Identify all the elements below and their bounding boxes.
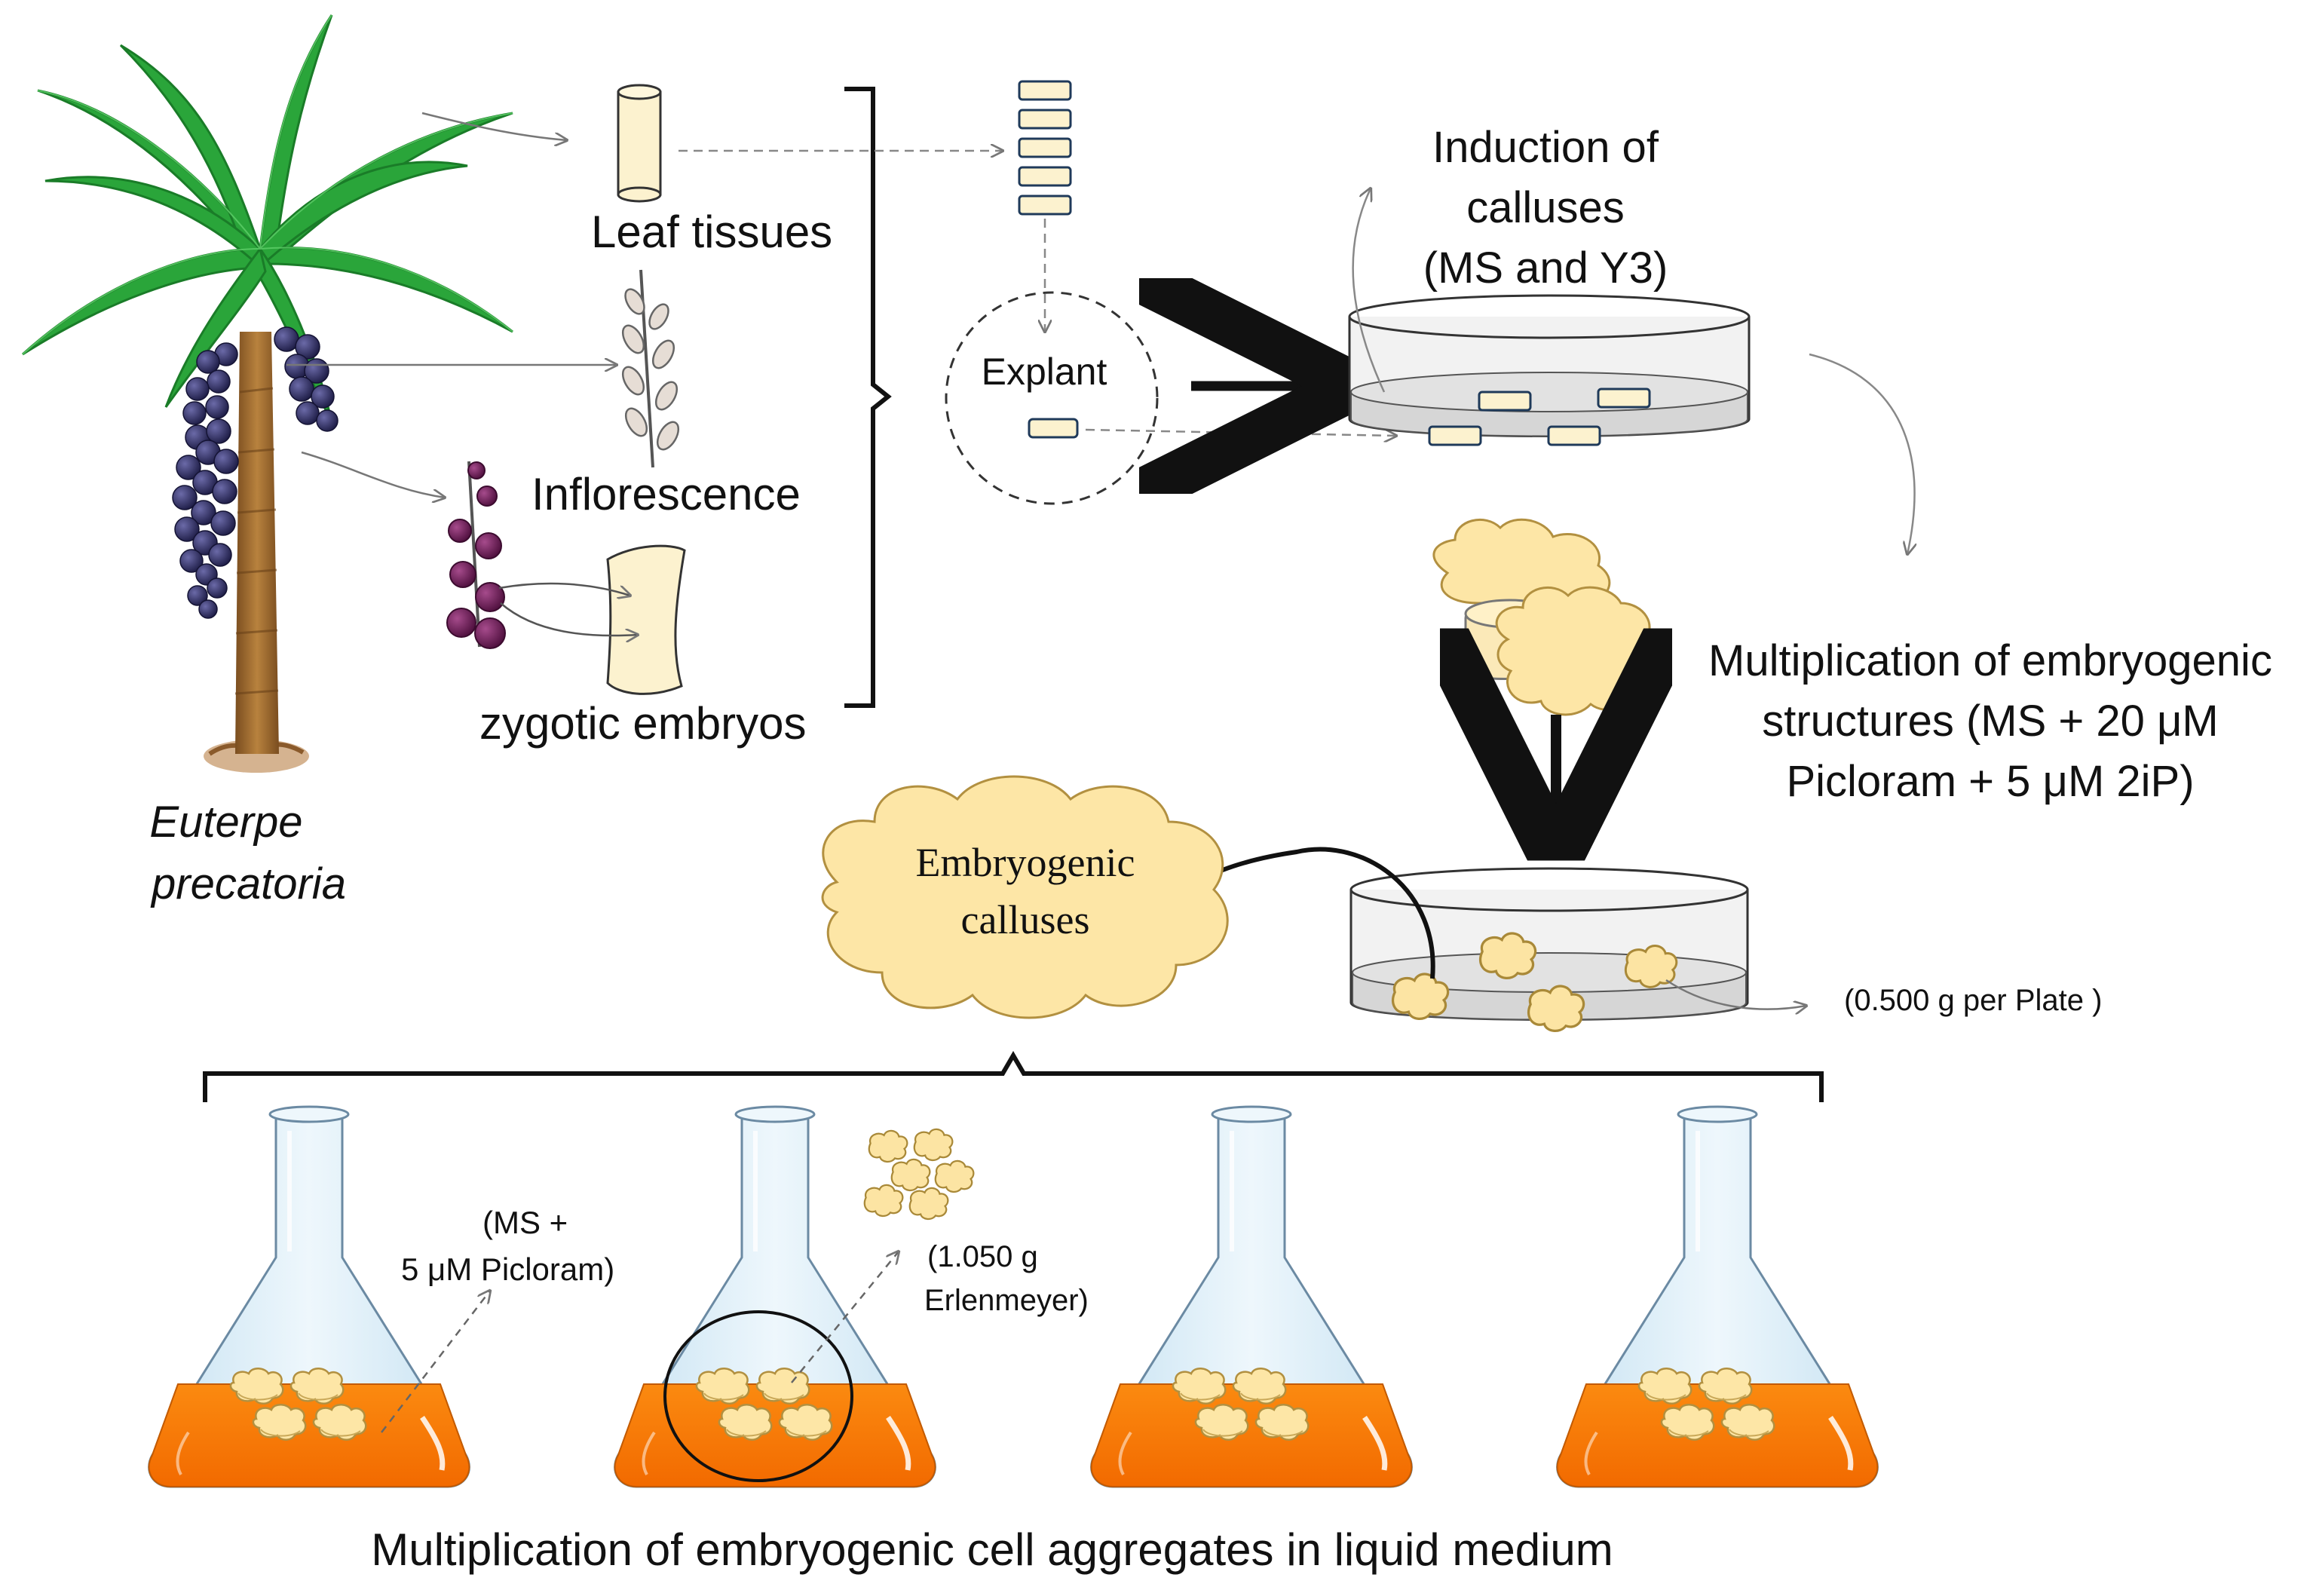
explant-circle [945, 291, 1159, 505]
species-name-line2: precatoria [150, 859, 346, 908]
bottom-caption: Multiplication of embryogenic cell aggre… [371, 1524, 1613, 1575]
palm-tree-illustration [21, 14, 513, 773]
zygotic-embryos-label: zygotic embryos [479, 698, 806, 749]
glass-highlight [1118, 1431, 1132, 1475]
liquid-medium [1090, 1383, 1413, 1487]
glass-highlight [642, 1431, 656, 1475]
multiplication-line2: structures (MS + 20 μM [1762, 697, 2219, 746]
plate-amount-label: (0.500 g per Plate ) [1844, 984, 2102, 1017]
cloud-line1: Embryogenic [916, 840, 1135, 885]
explant-disc [1028, 418, 1079, 439]
erlenmeyer-flask-2 [614, 1105, 936, 1488]
callus-cluster-icon [1432, 518, 1659, 716]
glass-highlight [420, 1416, 446, 1471]
flasks-bracket [203, 1051, 1824, 1102]
cloud-line2: calluses [961, 897, 1090, 942]
flask-medium-line2: 5 μM Picloram) [401, 1251, 614, 1287]
flask-mouth [1211, 1105, 1292, 1123]
glass-highlight [886, 1416, 911, 1471]
arrow-induction-to-multiplication [1809, 353, 1915, 554]
induction-line2: calluses [1466, 183, 1625, 232]
arrow-plate-loop [1352, 188, 1386, 393]
fruit-stalk-icon [446, 461, 506, 649]
flask2-highlight-circle [663, 1310, 853, 1482]
inflorescence-label: Inflorescence [531, 469, 801, 519]
glass-highlight [1362, 1416, 1388, 1471]
species-name-line1: Euterpe [149, 798, 302, 847]
arrow-berry-to-embryo-1 [498, 582, 630, 596]
induction-line1: Induction of [1432, 123, 1659, 172]
embryogenic-calluses-cloud [821, 775, 1229, 1019]
arrow-palm-to-embryos [301, 451, 445, 498]
liquid-medium [1556, 1383, 1879, 1487]
arrow-flask1-to-medium [381, 1291, 490, 1433]
liquid-medium [614, 1383, 936, 1487]
zygotic-embryo-icon [606, 544, 686, 695]
multiplication-line1: Multiplication of embryogenic [1708, 636, 2272, 685]
liquid-medium [148, 1383, 470, 1487]
flask-medium-line1: (MS + [482, 1205, 568, 1240]
glass-highlight [176, 1431, 190, 1475]
fruit-cluster [172, 326, 338, 619]
erlenmeyer-flask-1 [148, 1105, 470, 1488]
flask-mouth [1677, 1105, 1758, 1123]
flask-amount-line2: Erlenmeyer) [924, 1284, 1089, 1317]
sources-bracket [844, 87, 892, 708]
arrow-flask2-to-amount [791, 1251, 899, 1383]
multiplication-line3: Picloram + 5 μM 2iP) [1786, 757, 2194, 806]
inflorescence-icon [621, 269, 680, 468]
flask-mouth [268, 1105, 350, 1123]
sliced-discs-icon [1018, 80, 1072, 216]
arrow-palm-to-leaf [421, 112, 567, 140]
flask-mouth [734, 1105, 816, 1123]
glass-highlight [1828, 1416, 1854, 1471]
arrow-plate-to-amount [1665, 979, 1806, 1009]
leaf-tissues-label: Leaf tissues [591, 207, 832, 257]
arrow-explant-to-plate [1085, 430, 1396, 436]
multiplication-petri-dish [1349, 867, 1749, 1033]
glass-highlight [1584, 1431, 1598, 1475]
flask-amount-line1: (1.050 g [927, 1240, 1038, 1273]
explant-label: Explant [982, 351, 1107, 393]
induction-petri-dish [1348, 294, 1751, 446]
arrow-berry-to-embryo-2 [500, 602, 638, 636]
leaf-tissue-cylinder-icon [617, 84, 662, 203]
erlenmeyer-flask-4 [1556, 1105, 1879, 1488]
aggregates-cluster-icon [863, 1128, 975, 1221]
induction-line3: (MS and Y3) [1423, 244, 1668, 293]
erlenmeyer-flask-3 [1090, 1105, 1413, 1488]
